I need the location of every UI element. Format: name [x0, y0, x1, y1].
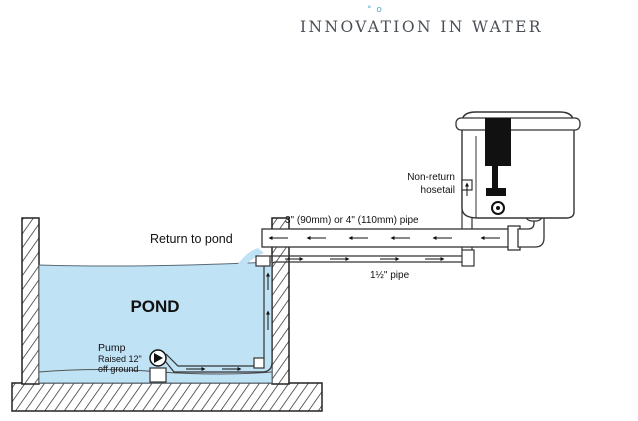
non-return-label-1: Non-return [407, 172, 455, 183]
pump-stand [149, 367, 167, 383]
pump-label: Pump [98, 342, 126, 354]
pond-water [38, 248, 273, 384]
pump-sublabel-2: off ground [98, 364, 138, 374]
pond-label: POND [130, 297, 179, 316]
non-return-hosetail [461, 179, 473, 196]
water-drops-icon: ° o [367, 5, 383, 15]
small-pipe-flow-arrows [186, 257, 445, 371]
return-to-pond-label: Return to pond [150, 232, 233, 246]
pump-icon [149, 349, 167, 367]
ground-base [11, 382, 323, 412]
pond-left-wall [21, 217, 40, 385]
small-pipe-label: 1½" pipe [370, 270, 410, 281]
non-return-label-2: hosetail [421, 185, 455, 196]
filter-unit [455, 111, 581, 219]
filter-motor [485, 118, 511, 166]
pump-sublabel-1: Raised 12" [98, 354, 142, 364]
brand-title: INNOVATION IN WATER [300, 18, 543, 36]
big-pipe-label: 3" (90mm) or 4" (110mm) pipe [285, 215, 419, 226]
